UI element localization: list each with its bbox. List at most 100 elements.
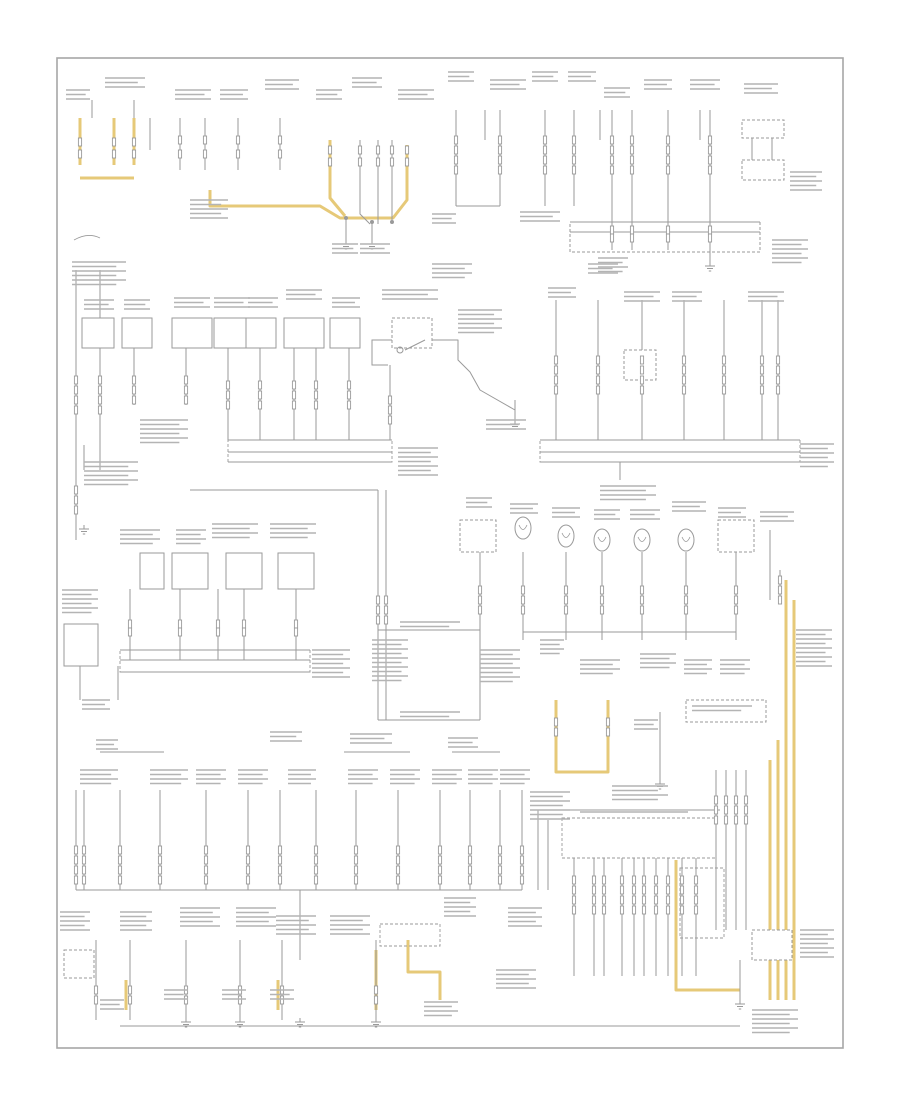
connector-pin [131,375,137,385]
connector-pin [775,365,781,375]
connector-pin [93,995,99,1005]
connector-pin [601,905,607,915]
ground-symbol [181,1018,191,1028]
connector-pin [653,875,659,885]
connector-body [379,923,441,947]
connector-pin [313,855,319,865]
connector-pin [404,157,410,167]
connector-pin [519,875,525,885]
connector-pin [257,380,263,390]
splice-point [390,220,394,224]
connector-pin [693,905,699,915]
connector-pin [665,165,671,175]
connector-pin [157,875,163,885]
connector-pin [237,995,243,1005]
connector-pin [609,233,615,243]
connector-pin [73,485,79,495]
ground-symbol [79,525,89,535]
connector-pin [257,390,263,400]
connector-body [561,817,717,859]
connector-pin [177,627,183,637]
connector-pin [117,845,123,855]
connector-pin [313,875,319,885]
connector-pin [707,155,713,165]
connector-pin [681,355,687,365]
connector-pin [665,905,671,915]
connector-body [539,439,801,463]
connector-pin [73,865,79,875]
connector-pin [203,845,209,855]
connector-pin [693,885,699,895]
connector-pin [497,845,503,855]
connector-pin [375,605,381,615]
connector-pin [277,875,283,885]
connector-pin [571,875,577,885]
connector-pin [665,145,671,155]
lamp-filament [597,536,607,542]
connector-pin [97,405,103,415]
connector-pin [293,627,299,637]
connector-pin [629,135,635,145]
connector-pin [375,615,381,625]
connector-pin [679,885,685,895]
connector-pin [346,400,352,410]
connector-pin [599,595,605,605]
connector-pin [679,905,685,915]
connector-pin [353,875,359,885]
component-box [459,519,497,553]
connector-pin [279,995,285,1005]
connector-pin [571,905,577,915]
lamp-component [557,524,575,548]
connector-pin [707,145,713,155]
connector-pin [375,145,381,155]
component-box [139,552,165,590]
lamp-component [677,528,695,552]
connector-pin [375,157,381,167]
connector-pin [641,905,647,915]
connector-pin [225,400,231,410]
connector-pin [519,855,525,865]
yellow-wire [208,190,375,220]
connector-pin [497,865,503,875]
connector-pin [453,145,459,155]
connector-pin [653,895,659,905]
connector-pin [665,885,671,895]
connector-pin [653,905,659,915]
connector-pin [639,385,645,395]
connector-pin [775,385,781,395]
ground-symbol [235,1018,245,1028]
component-box [391,317,433,349]
connector-pin [665,233,671,243]
connector-pin [759,365,765,375]
connector-pin [277,135,283,145]
ground-symbol [735,1000,745,1010]
connector-body [119,649,311,673]
connector-pin [519,865,525,875]
connector-pin [775,375,781,385]
connector-pin [542,165,548,175]
connector-pin [383,615,389,625]
connector-pin [595,355,601,365]
connector-pin [467,875,473,885]
connector-pin [467,845,473,855]
connector-pin [395,845,401,855]
yellow-wire [406,940,442,1000]
connector-pin [467,865,473,875]
connector-pin [383,605,389,615]
connector-pin [571,155,577,165]
connector-pin [641,875,647,885]
connector-pin [245,875,251,885]
connector-pin [203,855,209,865]
connector-pin [721,365,727,375]
component-box [81,317,115,349]
connector-pin [257,400,263,410]
connector-pin [665,155,671,165]
connector-pin [571,145,577,155]
connector-pin [313,390,319,400]
connector-pin [759,355,765,365]
connector-pin-layer [73,135,783,1005]
connector-pin [127,619,133,629]
connector-pin [497,875,503,885]
yellow-wire [375,145,409,220]
connector-pin [553,365,559,375]
